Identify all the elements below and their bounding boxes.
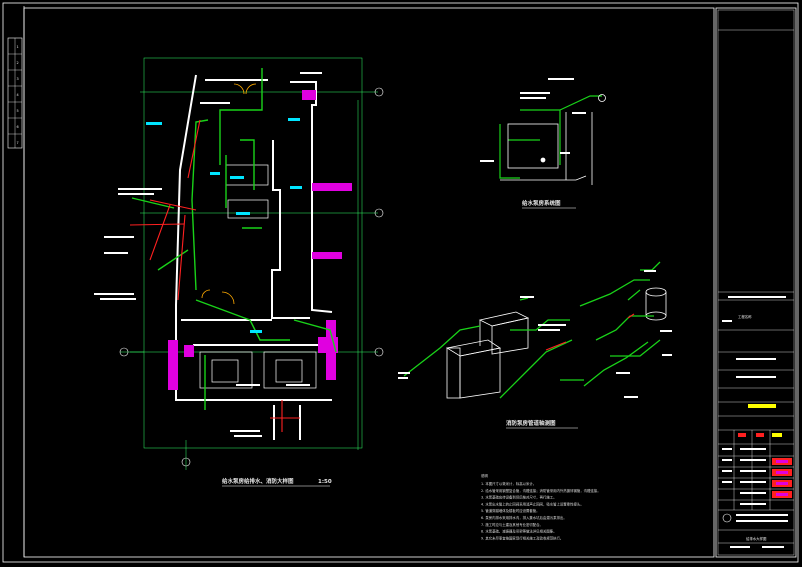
note-line: 9. 其它未尽事宜按国家现行相关施工及验收规范执行。 [481, 535, 563, 540]
plan-title: 给水泵房给排水、消防大样图 [222, 477, 294, 485]
left-binding-column: 1 2 3 4 5 6 7 [7, 6, 25, 557]
axon-title: 消防泵房管道轴测图 [506, 419, 556, 427]
axonometric-diagram: 消防泵房管道轴测图 [398, 261, 672, 429]
sheet-title: 给排水大样图 [746, 536, 767, 541]
project-name: 工程名称 [738, 314, 752, 319]
title-block: 工程名称 给排水大样图 [715, 7, 797, 558]
binding-mark: 7 [17, 141, 19, 145]
note-line: 2. 给水管采用钢塑复合管，沟槽连接；消防管采用内外热镀锌钢管，沟槽连接。 [481, 488, 601, 493]
binding-mark: 1 [17, 45, 19, 49]
binding-mark: 3 [17, 77, 19, 81]
binding-mark: 4 [17, 93, 19, 97]
note-line: 6. 泵房内排水采用排水沟，排入集水坑后由潜污泵排出。 [481, 515, 567, 520]
riser-title: 给水泵房系统图 [522, 199, 561, 207]
notes-title: 说明 [481, 473, 488, 478]
binding-mark: 5 [17, 109, 19, 113]
drawing-frame [23, 7, 715, 558]
binding-mark: 2 [17, 61, 19, 65]
note-line: 5. 管道穿越墙体及楼板时应设置套管。 [481, 508, 540, 513]
binding-mark: 6 [17, 125, 19, 129]
note-line: 8. 水泵基础、减振器及吊架等做法详见相关图集。 [481, 529, 557, 534]
note-line: 4. 水泵出水管上的止回阀采用消声止回阀，吸水管上设置柔性接头。 [481, 501, 584, 506]
notes-block: 说明 1. 本图尺寸以毫米计，标高以米计。 2. 给水管采用钢塑复合管，沟槽连接；… [481, 473, 601, 540]
plan-title-block: 给水泵房给排水、消防大样图 1:50 [222, 477, 332, 487]
note-line: 7. 施工时应与土建及其他专业密切配合。 [481, 522, 543, 527]
note-line: 3. 水泵基础应待设备到货后核对尺寸，再行施工。 [481, 495, 557, 500]
floor-plan: 给水泵房给排水、消防大样图 1:50 [94, 57, 384, 487]
plan-scale: 1:50 [318, 479, 332, 485]
riser-diagram: 给水泵房系统图 [480, 78, 606, 209]
note-line: 1. 本图尺寸以毫米计，标高以米计。 [481, 481, 536, 486]
